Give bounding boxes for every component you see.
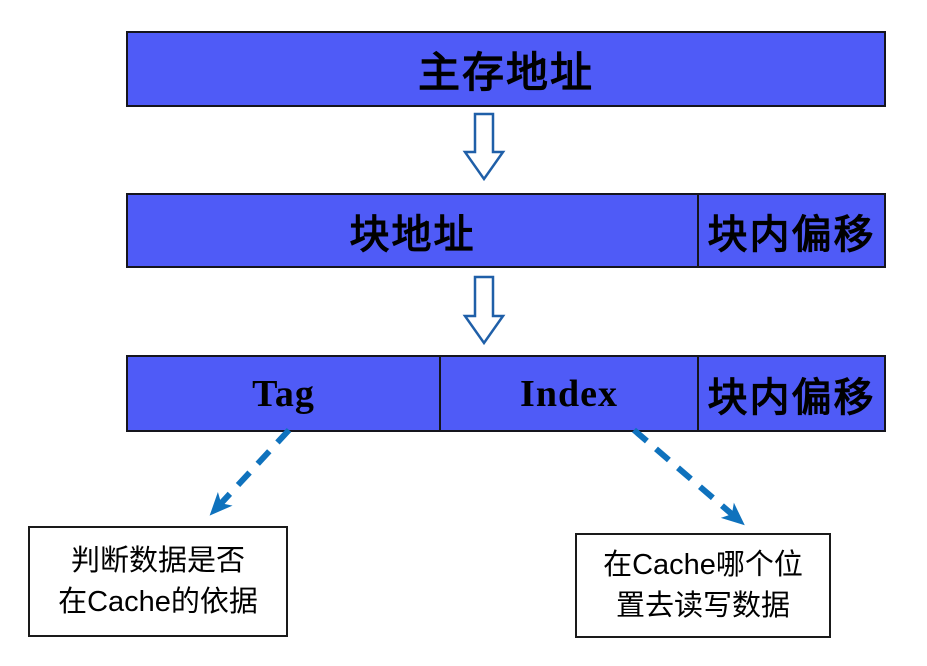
index-note-line2: 置去读写数据: [615, 589, 790, 622]
block-address-label: 块地址: [349, 211, 476, 257]
tag-note-line2: 在Cache的依据: [58, 585, 258, 618]
cache-address-bar: Tag Index 块内偏移: [126, 355, 886, 432]
block-address-bar: 块地址 块内偏移: [126, 193, 886, 268]
block-offset-label: 块内偏移: [707, 374, 876, 420]
down-arrow-icon: [462, 275, 506, 346]
index-note-box: 在Cache哪个位 置去读写数据: [575, 533, 831, 638]
block-offset-section: 块内偏移: [697, 195, 884, 266]
dashed-arrow-index-icon: [632, 427, 745, 526]
dashed-arrow-tag-icon: [209, 427, 292, 516]
index-note-line1: 在Cache哪个位: [603, 548, 803, 581]
tag-label: Tag: [252, 372, 315, 415]
down-arrow-icon: [462, 112, 506, 182]
block-address-section: 块地址: [128, 195, 697, 266]
tag-note-line1: 判断数据是否: [70, 544, 245, 577]
main-memory-address-bar: 主存地址: [126, 31, 886, 107]
main-memory-address-label: 主存地址: [417, 50, 594, 97]
block-offset-section: 块内偏移: [697, 357, 884, 430]
index-label: Index: [520, 372, 618, 415]
block-offset-label: 块内偏移: [707, 211, 876, 257]
index-section: Index: [439, 357, 697, 430]
main-memory-address-section: 主存地址: [128, 33, 884, 105]
tag-section: Tag: [128, 357, 439, 430]
tag-note-box: 判断数据是否 在Cache的依据: [28, 526, 288, 637]
